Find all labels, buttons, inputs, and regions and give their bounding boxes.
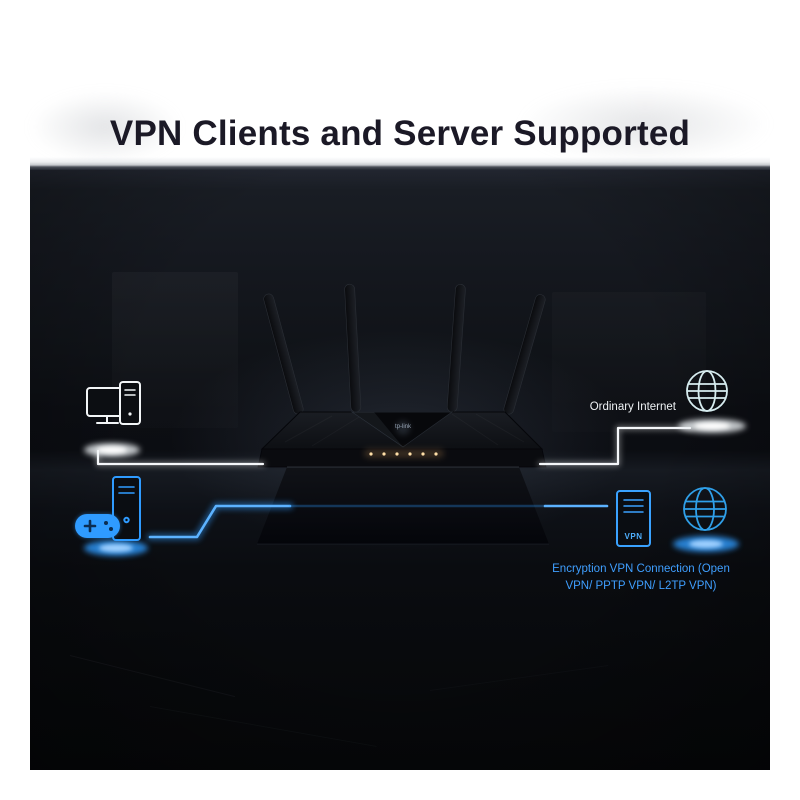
- desktop-computer-icon: [86, 381, 141, 425]
- white-connection-right: [537, 425, 693, 467]
- glow-ellipse-computer: [84, 443, 140, 457]
- led-dot: [434, 452, 438, 456]
- soft-haze-right: [520, 86, 770, 162]
- globe-icon-bottom: [683, 487, 727, 531]
- antenna: [446, 283, 466, 413]
- blue-vpn-path: [146, 502, 611, 541]
- vpn-caption: Encryption VPN Connection (Open VPN/ PPT…: [518, 561, 764, 595]
- gamepad-dpad: [83, 519, 97, 533]
- antenna: [263, 293, 304, 415]
- router-logo-glow: [396, 421, 410, 435]
- antenna: [344, 283, 362, 413]
- vpn-badge-label: VPN: [624, 532, 643, 541]
- vpn-caption-line2: VPN/ PPTP VPN/ L2TP VPN): [565, 580, 717, 592]
- gamepad-icon: [75, 514, 120, 538]
- antenna: [503, 294, 546, 415]
- gamepad-button: [104, 521, 108, 525]
- glow-ellipse-internet: [678, 419, 746, 433]
- wall-panel-right: [552, 292, 706, 432]
- led-dot: [408, 452, 412, 456]
- page-title: VPN Clients and Server Supported: [109, 114, 691, 153]
- led-dot: [395, 452, 399, 456]
- glow-ellipse-vpn-globe: [673, 536, 739, 552]
- ordinary-internet-label: Ordinary Internet: [589, 401, 676, 413]
- led-dot: [382, 452, 386, 456]
- led-dot: [421, 452, 425, 456]
- monitor-stand: [96, 415, 119, 424]
- router-pedestal: [257, 467, 549, 544]
- globe-icon-top: [686, 370, 728, 412]
- gamepad-button: [109, 527, 113, 531]
- glow-ellipse-gaming: [84, 540, 148, 556]
- router-brand-label: tp-link: [394, 424, 411, 430]
- router: [257, 283, 549, 545]
- vpn-caption-line1: Encryption VPN Connection (Open: [552, 563, 730, 575]
- router-antennas: [263, 283, 546, 415]
- computer-tower: [119, 381, 141, 425]
- led-dot: [369, 452, 373, 456]
- soft-haze-left: [30, 92, 180, 162]
- router-leds: [364, 449, 444, 458]
- vpn-server-icon: [616, 490, 651, 547]
